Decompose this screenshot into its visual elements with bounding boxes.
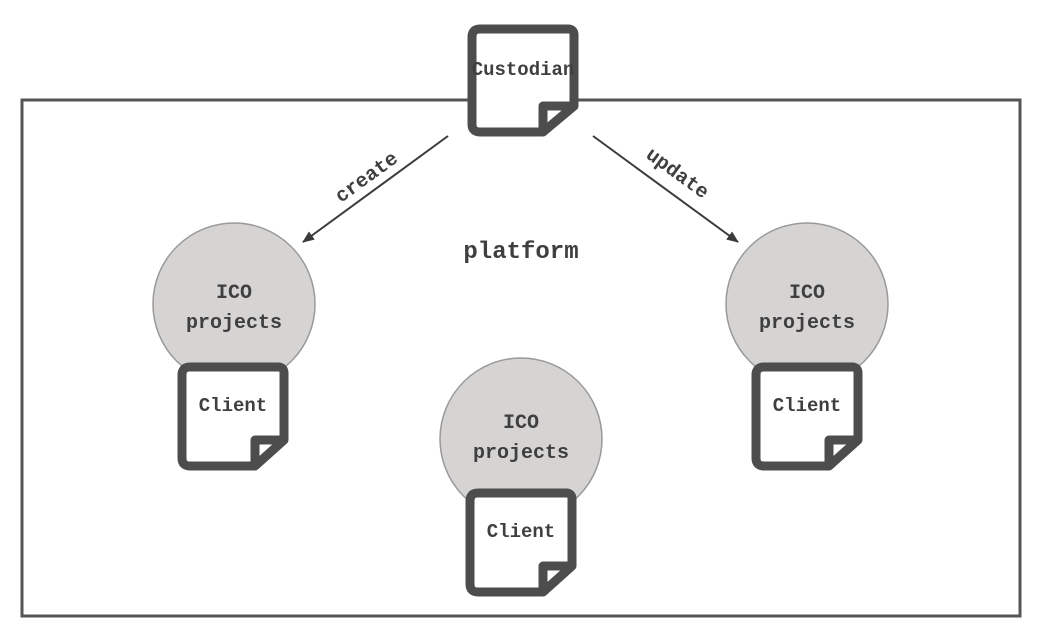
update-arrow-line (592, 135, 739, 243)
create-arrow-line (302, 135, 449, 243)
ico-projects-label-line1: ICO (216, 282, 252, 305)
create-arrow: create (302, 135, 449, 243)
ico-projects-label-line1: ICO (503, 412, 539, 435)
document-fold (538, 561, 572, 592)
document-fold (824, 435, 858, 466)
update-arrow: update (592, 135, 739, 243)
document-fold (250, 435, 284, 466)
client-node-center: ICO projects Client (439, 357, 603, 597)
ico-projects-label-line2: projects (186, 312, 282, 335)
update-arrow-label: update (641, 144, 713, 205)
platform-label: platform (463, 239, 578, 266)
client-label: Client (199, 395, 267, 417)
client-label: Client (773, 395, 841, 417)
ico-projects-label-line2: projects (759, 312, 855, 335)
client-node-right: ICO projects Client (725, 222, 889, 471)
ico-projects-label-line2: projects (473, 442, 569, 465)
document-fold (538, 101, 574, 132)
client-label: Client (487, 521, 555, 543)
client-node-left: ICO projects Client (152, 222, 316, 471)
custodian-label: Custodian (472, 59, 575, 81)
create-arrow-label: create (331, 148, 403, 209)
custodian-document: Custodian (467, 24, 579, 137)
ico-projects-label-line1: ICO (789, 282, 825, 305)
